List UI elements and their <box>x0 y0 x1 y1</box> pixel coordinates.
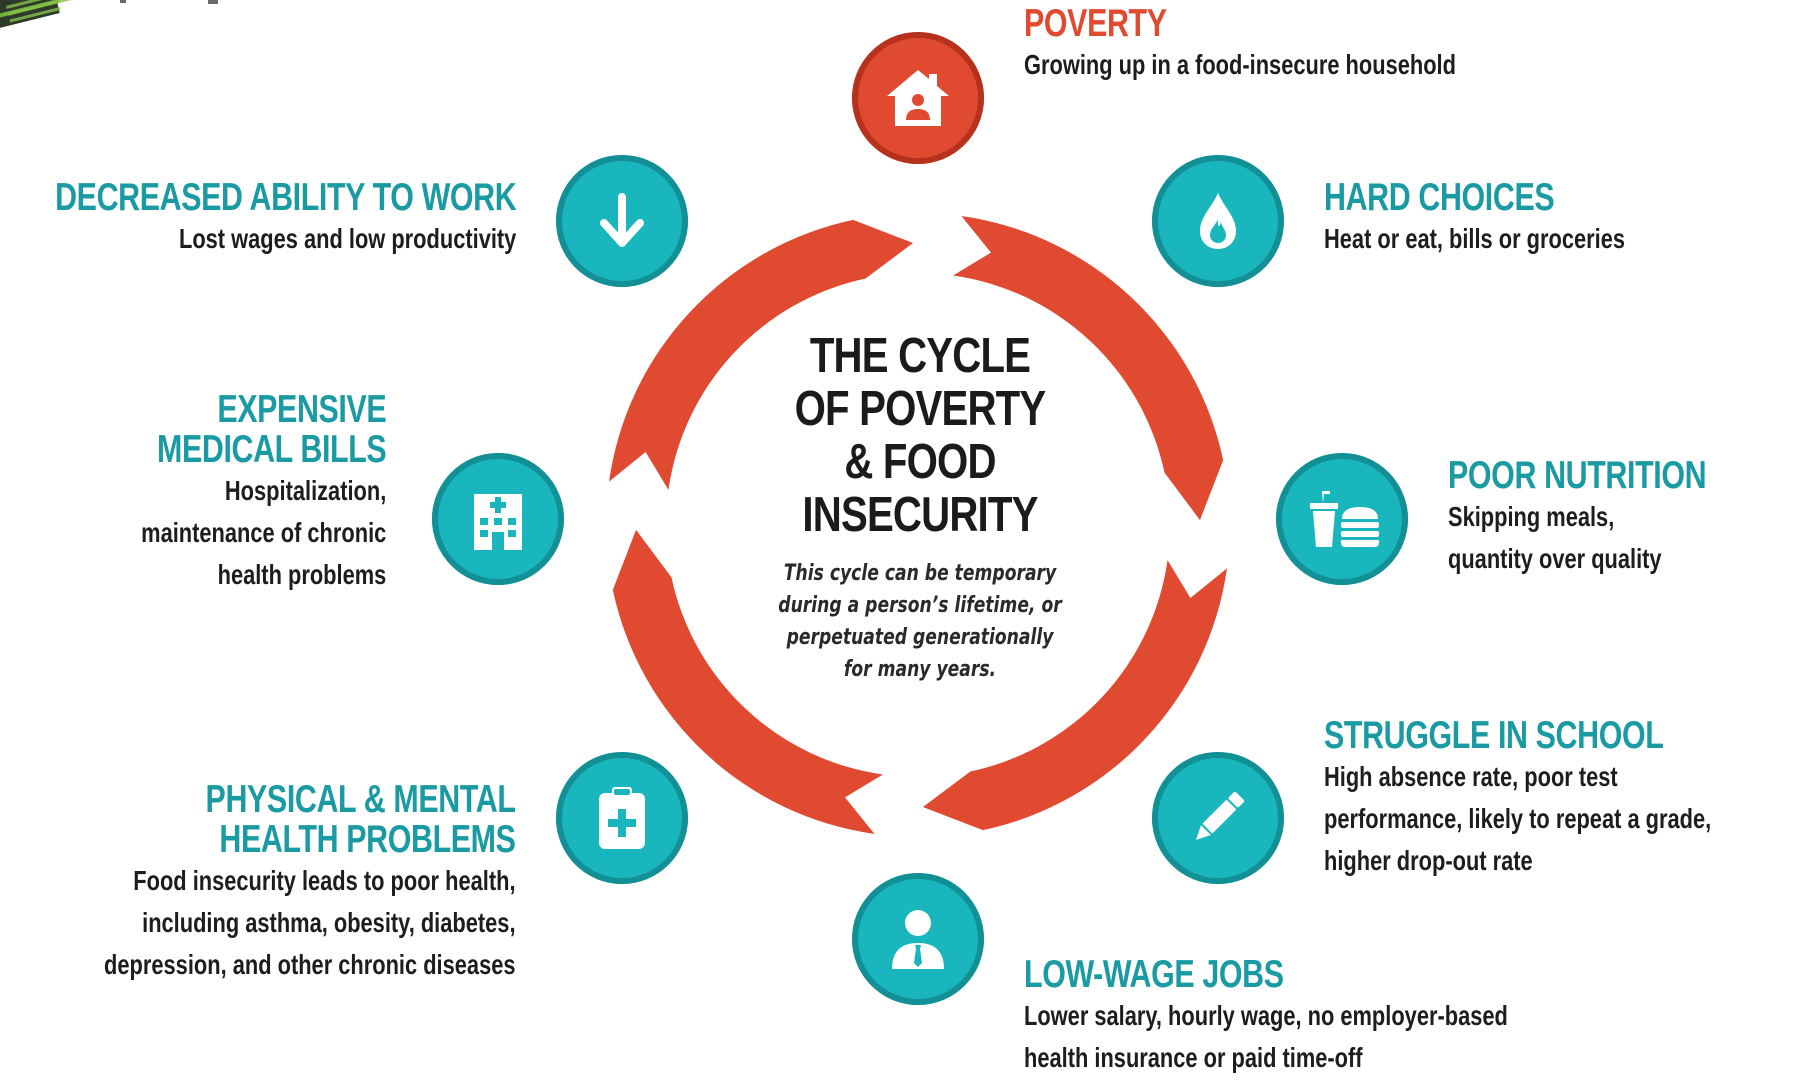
health-label: PHYSICAL & MENTAL HEALTH PROBLEMS Food i… <box>0 778 517 986</box>
hospital-icon <box>474 494 522 550</box>
cropped-text-fragment <box>120 0 126 3</box>
work-label: DECREASED ABILITY TO WORK Lost wages and… <box>0 176 517 260</box>
medical-heading-line-2: MEDICAL BILLS <box>156 428 387 471</box>
poverty-desc: Growing up in a food-insecure household <box>1024 49 1456 80</box>
low-wage-label: LOW-WAGE JOBS Lower salary, hourly wage,… <box>1024 955 1644 1079</box>
medical-heading-line-1: EXPENSIVE <box>217 388 386 431</box>
cropped-text-fragment <box>208 0 218 4</box>
center-text: THE CYCLE OF POVERTY & FOOD INSECURITY T… <box>740 330 1100 686</box>
flame-drop-icon <box>1200 193 1236 249</box>
low-wage-desc-line-2: health insurance or paid time-off <box>1024 1042 1363 1073</box>
health-desc-line-2: including asthma, obesity, diabetes, <box>142 907 517 938</box>
struggle-school-desc-line-1: High absence rate, poor test <box>1324 761 1618 792</box>
cycle-arrow-top-right <box>953 216 1224 521</box>
poverty-label: POVERTY Growing up in a food-insecure ho… <box>1024 4 1578 86</box>
medical-desc-line-2: maintenance of chronic <box>140 517 386 548</box>
work-desc: Lost wages and low productivity <box>178 223 516 254</box>
worker-icon <box>892 910 944 969</box>
cycle-subtitle: This cycle can be temporary during a per… <box>778 561 1062 682</box>
work-node <box>556 155 688 287</box>
hard-choices-desc: Heat or eat, bills or groceries <box>1324 223 1626 254</box>
cycle-title: THE CYCLE OF POVERTY & FOOD INSECURITY <box>794 329 1047 542</box>
struggle-school-node <box>1152 752 1284 884</box>
poor-nutrition-node <box>1276 453 1408 585</box>
house-person-icon <box>887 70 949 126</box>
health-node <box>556 752 688 884</box>
down-arrow-icon <box>600 193 644 247</box>
struggle-school-desc-line-2: performance, likely to repeat a grade, <box>1324 803 1712 834</box>
cycle-arrow-bottom-left <box>612 529 883 834</box>
poverty-node <box>852 32 984 164</box>
low-wage-desc-line-1: Lower salary, hourly wage, no employer-b… <box>1024 1000 1508 1031</box>
struggle-school-desc-line-3: higher drop-out rate <box>1324 845 1533 876</box>
medical-label: EXPENSIVE MEDICAL BILLS Hospitalization,… <box>72 388 387 596</box>
medical-desc-line-3: health problems <box>217 559 386 590</box>
cycle-arrow-bottom-right <box>922 560 1227 831</box>
medical-desc-line-1: Hospitalization, <box>224 475 386 506</box>
clipboard-cross-icon <box>599 787 645 849</box>
poor-nutrition-desc-line-2: quantity over quality <box>1448 543 1662 574</box>
soda-burger-icon <box>1310 491 1379 547</box>
poor-nutrition-label: POOR NUTRITION Skipping meals, quantity … <box>1448 456 1779 580</box>
health-heading-line-1: PHYSICAL & MENTAL <box>206 778 517 821</box>
pencil-icon <box>1196 791 1245 840</box>
low-wage-heading: LOW-WAGE JOBS <box>1024 953 1284 996</box>
hard-choices-node <box>1152 155 1284 287</box>
poverty-heading: POVERTY <box>1024 2 1167 45</box>
health-desc-line-1: Food insecurity leads to poor health, <box>133 865 516 896</box>
low-wage-node <box>852 873 984 1005</box>
hard-choices-label: HARD CHOICES Heat or eat, bills or groce… <box>1324 178 1710 260</box>
cycle-arrow-top-left <box>609 219 914 490</box>
poor-nutrition-heading: POOR NUTRITION <box>1448 454 1707 497</box>
work-heading: DECREASED ABILITY TO WORK <box>54 176 517 219</box>
poor-nutrition-desc-line-1: Skipping meals, <box>1448 501 1615 532</box>
struggle-school-heading: STRUGGLE IN SCHOOL <box>1324 714 1664 757</box>
health-desc-line-3: depression, and other chronic diseases <box>104 949 516 980</box>
struggle-school-label: STRUGGLE IN SCHOOL High absence rate, po… <box>1324 716 1814 882</box>
hard-choices-heading: HARD CHOICES <box>1324 176 1555 219</box>
medical-node <box>432 453 564 585</box>
health-heading-line-2: HEALTH PROBLEMS <box>219 818 516 861</box>
